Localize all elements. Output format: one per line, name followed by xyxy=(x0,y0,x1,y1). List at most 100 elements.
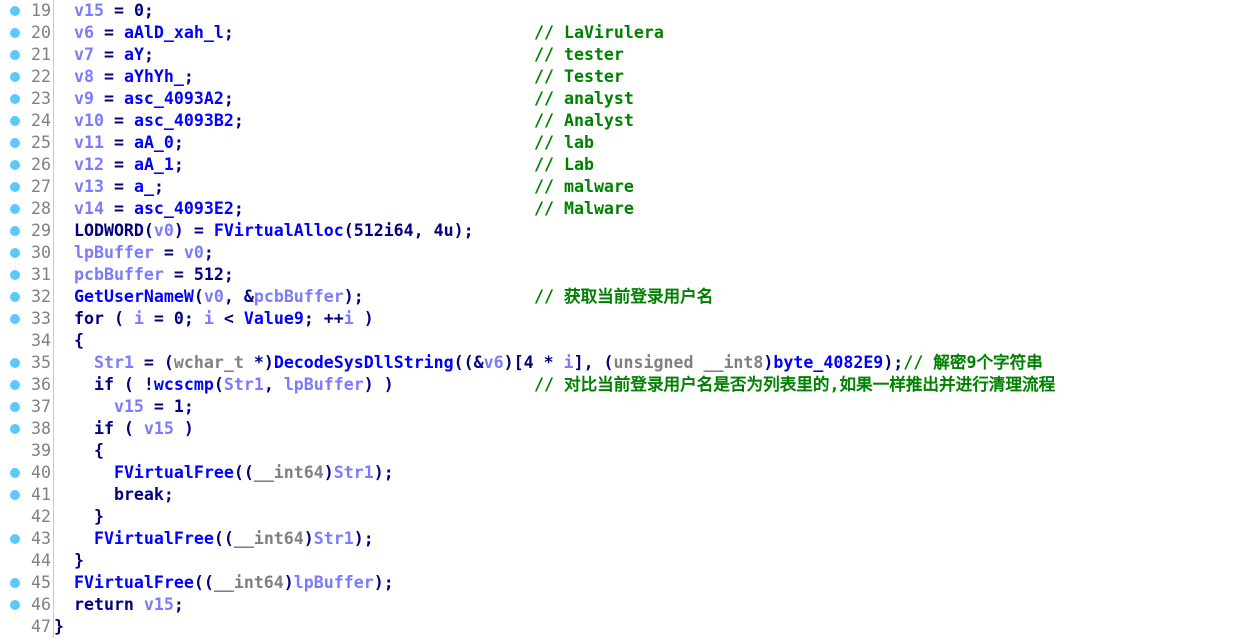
code-token: i xyxy=(133,309,144,328)
breakpoint-dot-icon[interactable] xyxy=(10,534,20,544)
code-line[interactable]: 40 FVirtualFree((__int64)Str1); xyxy=(0,462,1240,484)
code-token: FVirtualAlloc xyxy=(213,221,344,240)
code-line[interactable]: 25 v11 = aA_0;// lab xyxy=(0,132,1240,154)
line-gutter[interactable]: 19 xyxy=(0,0,54,22)
line-gutter[interactable]: 33 xyxy=(0,308,54,330)
breakpoint-dot-icon[interactable] xyxy=(10,50,20,60)
line-gutter[interactable]: 46 xyxy=(0,594,54,616)
code-line[interactable]: 35 Str1 = (wchar_t *)DecodeSysDllString(… xyxy=(0,352,1240,374)
line-gutter[interactable]: 24 xyxy=(0,110,54,132)
code-token: ); xyxy=(883,353,904,372)
code-line[interactable]: 33 for ( i = 0; i < Value9; ++i ) xyxy=(0,308,1240,330)
code-line[interactable]: 32 GetUserNameW(v0, &pcbBuffer);// 获取当前登… xyxy=(0,286,1240,308)
code-line[interactable]: 26 v12 = aA_1;// Lab xyxy=(0,154,1240,176)
code-line[interactable]: 43 FVirtualFree((__int64)Str1); xyxy=(0,528,1240,550)
line-gutter[interactable]: 38 xyxy=(0,418,54,440)
code-line[interactable]: 41 break; xyxy=(0,484,1240,506)
code-line[interactable]: 21 v7 = aY;// tester xyxy=(0,44,1240,66)
line-gutter[interactable]: 32 xyxy=(0,286,54,308)
code-token: asc_4093E2 xyxy=(133,199,234,218)
breakpoint-dot-icon[interactable] xyxy=(10,380,20,390)
code-token: = xyxy=(93,45,124,64)
line-gutter[interactable]: 42 xyxy=(0,506,54,528)
breakpoint-dot-icon[interactable] xyxy=(10,182,20,192)
line-gutter[interactable]: 34 xyxy=(0,330,54,352)
line-gutter[interactable]: 21 xyxy=(0,44,54,66)
breakpoint-dot-icon[interactable] xyxy=(10,248,20,258)
line-gutter[interactable]: 43 xyxy=(0,528,54,550)
code-token: = xyxy=(103,155,134,174)
breakpoint-dot-icon[interactable] xyxy=(10,600,20,610)
code-token: v0 xyxy=(153,221,174,240)
code-line[interactable]: 31 pcbBuffer = 512; xyxy=(0,264,1240,286)
line-gutter[interactable]: 26 xyxy=(0,154,54,176)
line-gutter[interactable]: 29 xyxy=(0,220,54,242)
code-text: if ( !wcscmp(Str1, lpBuffer) ) xyxy=(54,374,394,396)
code-line[interactable]: 22 v8 = aYhYh_;// Tester xyxy=(0,66,1240,88)
breakpoint-dot-icon[interactable] xyxy=(10,204,20,214)
line-gutter[interactable]: 27 xyxy=(0,176,54,198)
breakpoint-dot-icon[interactable] xyxy=(10,226,20,236)
line-gutter[interactable]: 22 xyxy=(0,66,54,88)
code-line[interactable]: 44 } xyxy=(0,550,1240,572)
line-gutter[interactable]: 40 xyxy=(0,462,54,484)
breakpoint-dot-icon[interactable] xyxy=(10,6,20,16)
line-gutter[interactable]: 31 xyxy=(0,264,54,286)
code-text: FVirtualFree((__int64)lpBuffer); xyxy=(54,572,394,594)
breakpoint-dot-icon[interactable] xyxy=(10,138,20,148)
line-gutter[interactable]: 23 xyxy=(0,88,54,110)
breakpoint-dot-icon[interactable] xyxy=(10,424,20,434)
code-line[interactable]: 27 v13 = a_;// malware xyxy=(0,176,1240,198)
line-gutter[interactable]: 47 xyxy=(0,616,54,638)
code-line[interactable]: 36 if ( !wcscmp(Str1, lpBuffer) )// 对比当前… xyxy=(0,374,1240,396)
breakpoint-dot-icon[interactable] xyxy=(10,468,20,478)
breakpoint-dot-icon[interactable] xyxy=(10,402,20,412)
line-gutter[interactable]: 36 xyxy=(0,374,54,396)
code-line[interactable]: 37 v15 = 1; xyxy=(0,396,1240,418)
breakpoint-dot-icon[interactable] xyxy=(10,578,20,588)
line-gutter[interactable]: 39 xyxy=(0,440,54,462)
code-line[interactable]: 46 return v15; xyxy=(0,594,1240,616)
line-gutter[interactable]: 20 xyxy=(0,22,54,44)
code-token xyxy=(54,23,74,42)
code-token: aYhYh_ xyxy=(123,67,184,86)
code-line[interactable]: 42 } xyxy=(0,506,1240,528)
code-line[interactable]: 47} xyxy=(0,616,1240,638)
code-line[interactable]: 34 { xyxy=(0,330,1240,352)
line-gutter[interactable]: 25 xyxy=(0,132,54,154)
breakpoint-dot-icon[interactable] xyxy=(10,94,20,104)
line-gutter[interactable]: 41 xyxy=(0,484,54,506)
code-line[interactable]: 24 v10 = asc_4093B2;// Analyst xyxy=(0,110,1240,132)
code-line[interactable]: 20 v6 = aAlD_xah_l;// LaVirulera xyxy=(0,22,1240,44)
breakpoint-dot-icon[interactable] xyxy=(10,490,20,500)
line-gutter[interactable]: 30 xyxy=(0,242,54,264)
line-gutter[interactable]: 28 xyxy=(0,198,54,220)
code-token: ; xyxy=(233,111,244,130)
code-line[interactable]: 45 FVirtualFree((__int64)lpBuffer); xyxy=(0,572,1240,594)
breakpoint-dot-icon[interactable] xyxy=(10,116,20,126)
code-line[interactable]: 28 v14 = asc_4093E2;// Malware xyxy=(0,198,1240,220)
breakpoint-dot-icon[interactable] xyxy=(10,292,20,302)
code-token xyxy=(54,397,114,416)
code-line[interactable]: 30 lpBuffer = v0; xyxy=(0,242,1240,264)
line-gutter[interactable]: 45 xyxy=(0,572,54,594)
line-gutter[interactable]: 37 xyxy=(0,396,54,418)
breakpoint-dot-icon[interactable] xyxy=(10,28,20,38)
code-line[interactable]: 38 if ( v15 ) xyxy=(0,418,1240,440)
code-text: Str1 = (wchar_t *)DecodeSysDllString((&v… xyxy=(54,352,1043,374)
code-line[interactable]: 23 v9 = asc_4093A2;// analyst xyxy=(0,88,1240,110)
breakpoint-dot-icon[interactable] xyxy=(10,358,20,368)
breakpoint-dot-icon[interactable] xyxy=(10,314,20,324)
code-token: = 0; xyxy=(143,309,204,328)
code-line[interactable]: 29 LODWORD(v0) = FVirtualAlloc(512i64, 4… xyxy=(0,220,1240,242)
line-gutter[interactable]: 44 xyxy=(0,550,54,572)
code-token: v0 xyxy=(183,243,204,262)
line-gutter[interactable]: 35 xyxy=(0,352,54,374)
code-line[interactable]: 39 { xyxy=(0,440,1240,462)
breakpoint-dot-icon[interactable] xyxy=(10,160,20,170)
code-token: (( xyxy=(233,463,254,482)
breakpoint-dot-icon[interactable] xyxy=(10,72,20,82)
code-line[interactable]: 19 v15 = 0; xyxy=(0,0,1240,22)
breakpoint-dot-icon[interactable] xyxy=(10,270,20,280)
